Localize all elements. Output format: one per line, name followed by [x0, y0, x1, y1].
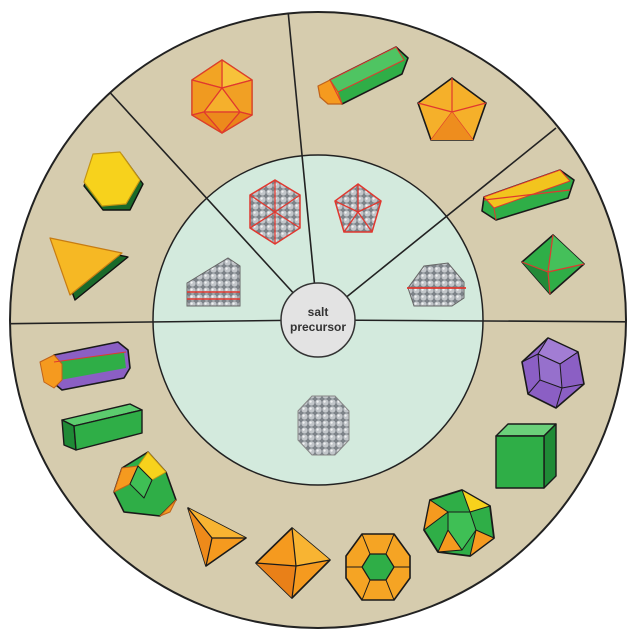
center-label-precursor: precursor — [290, 320, 346, 334]
truncated-octahedron-icon — [346, 534, 410, 600]
single-crystal-seed — [298, 396, 349, 455]
cube-icon — [496, 424, 556, 488]
center-label-salt: salt — [308, 305, 329, 319]
